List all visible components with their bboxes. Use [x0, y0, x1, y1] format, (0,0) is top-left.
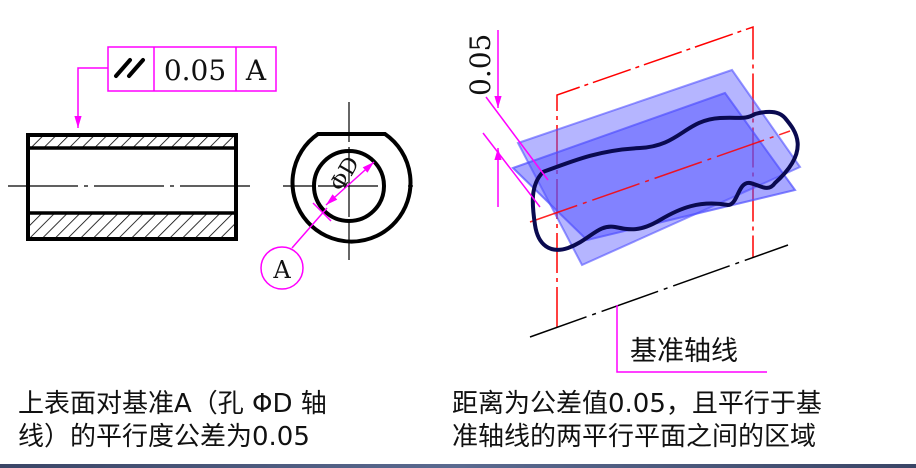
- datum-reference: A: [245, 54, 267, 87]
- axis-label: 基准轴线: [630, 336, 738, 367]
- right-caption-line2: 准轴线的两平行平面之间的区域: [452, 422, 817, 452]
- parallel-axis-line: [529, 130, 791, 223]
- tube-section-view: [8, 133, 256, 241]
- right-caption-line1: 距离为公差值0.05，且平行于基: [452, 389, 822, 419]
- zone-value-label: 0.05: [464, 34, 497, 96]
- bottom-border: [0, 464, 916, 468]
- datum-axis-line: [529, 244, 789, 338]
- datum-tick: [312, 202, 332, 222]
- zone-width-dimension: 0.05: [464, 30, 549, 208]
- datum-circle: [260, 246, 304, 290]
- left-caption-line1: 上表面对基准A（孔 ΦD 轴: [18, 389, 327, 419]
- left-caption-line2: 线）的平行度公差为0.05: [18, 422, 310, 452]
- right-caption: 距离为公差值0.05，且平行于基 准轴线的两平行平面之间的区域: [452, 388, 822, 454]
- leader-arrow: [74, 67, 108, 128]
- parallelism-symbol-icon: [114, 58, 145, 78]
- left-caption: 上表面对基准A（孔 ΦD 轴 线）的平行度公差为0.05: [18, 388, 327, 454]
- tolerance-zone-3d: [511, 25, 802, 338]
- tolerance-value: 0.05: [164, 54, 226, 87]
- diameter-label: ΦD: [326, 153, 365, 196]
- feature-control-frame: 0.05 A: [74, 46, 277, 128]
- actual-surface-outline: [530, 109, 800, 252]
- tube-end-view: ΦD A: [260, 102, 428, 290]
- datum-label: A: [272, 256, 291, 284]
- axis-label-callout: 基准轴线: [616, 305, 767, 373]
